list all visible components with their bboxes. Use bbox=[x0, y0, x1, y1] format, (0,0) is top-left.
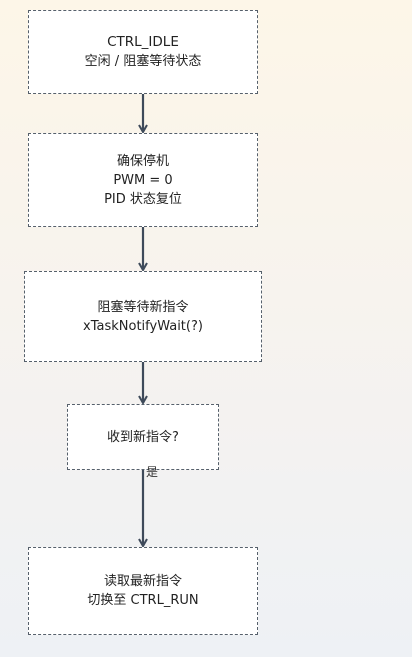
node-ensure-stop: 确保停机 PWM = 0 PID 状态复位 bbox=[28, 133, 258, 227]
node-new-command-check: 收到新指令? bbox=[67, 404, 219, 470]
node-read-command: 读取最新指令 切换至 CTRL_RUN bbox=[28, 547, 258, 635]
node-ensure-stop-line3: PID 状态复位 bbox=[104, 191, 182, 207]
node-wait-command-line2: xTaskNotifyWait(?) bbox=[83, 318, 203, 334]
node-read-command-line2: 切换至 CTRL_RUN bbox=[87, 593, 199, 608]
node-wait-command-line1: 阻塞等待新指令 bbox=[97, 299, 189, 315]
node-wait-command: 阻塞等待新指令 xTaskNotifyWait(?) bbox=[24, 271, 262, 362]
node-ensure-stop-line1: 确保停机 bbox=[116, 153, 169, 169]
node-ctrl-idle-desc: 空闲 / 阻塞等待状态 bbox=[84, 54, 202, 69]
node-read-command-line1: 读取最新指令 bbox=[103, 574, 182, 589]
node-ensure-stop-line2: PWM = 0 bbox=[113, 172, 173, 188]
node-ctrl-idle: CTRL_IDLE 空闲 / 阻塞等待状态 bbox=[28, 10, 258, 94]
node-new-command-check-text: 收到新指令? bbox=[107, 429, 179, 445]
edge-label-yes: 是 bbox=[146, 465, 159, 479]
node-ctrl-idle-title: CTRL_IDLE bbox=[107, 34, 179, 50]
